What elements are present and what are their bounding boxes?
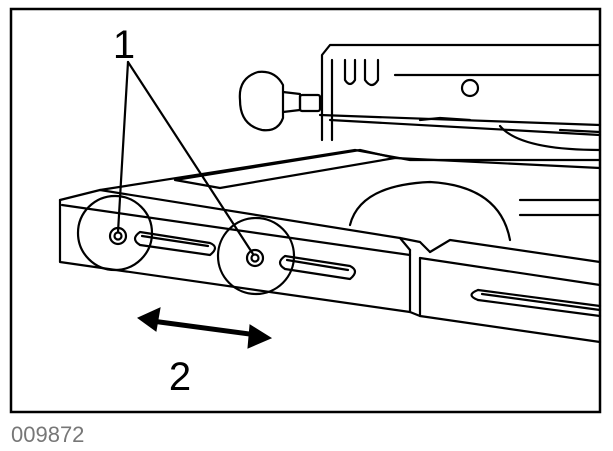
callout-direction: 2 [169, 355, 191, 399]
base-plate [98, 148, 602, 242]
callout-leader-lines [116, 60, 255, 256]
figure-caption: 009872 [11, 422, 84, 447]
adjustment-slot [133, 230, 217, 257]
highlight-circle [76, 194, 154, 272]
mechanism-housing [318, 43, 602, 152]
adjustment-slot [470, 288, 602, 318]
double-arrow-icon [137, 307, 273, 349]
adjustment-slot [278, 254, 357, 281]
knob-icon [238, 70, 322, 132]
figure-frame [9, 7, 602, 414]
rail-extension [408, 238, 602, 344]
highlight-circle [216, 216, 296, 296]
callout-screws: 1 [113, 23, 135, 67]
screw-icon [245, 248, 265, 268]
rail-beam [58, 188, 432, 314]
